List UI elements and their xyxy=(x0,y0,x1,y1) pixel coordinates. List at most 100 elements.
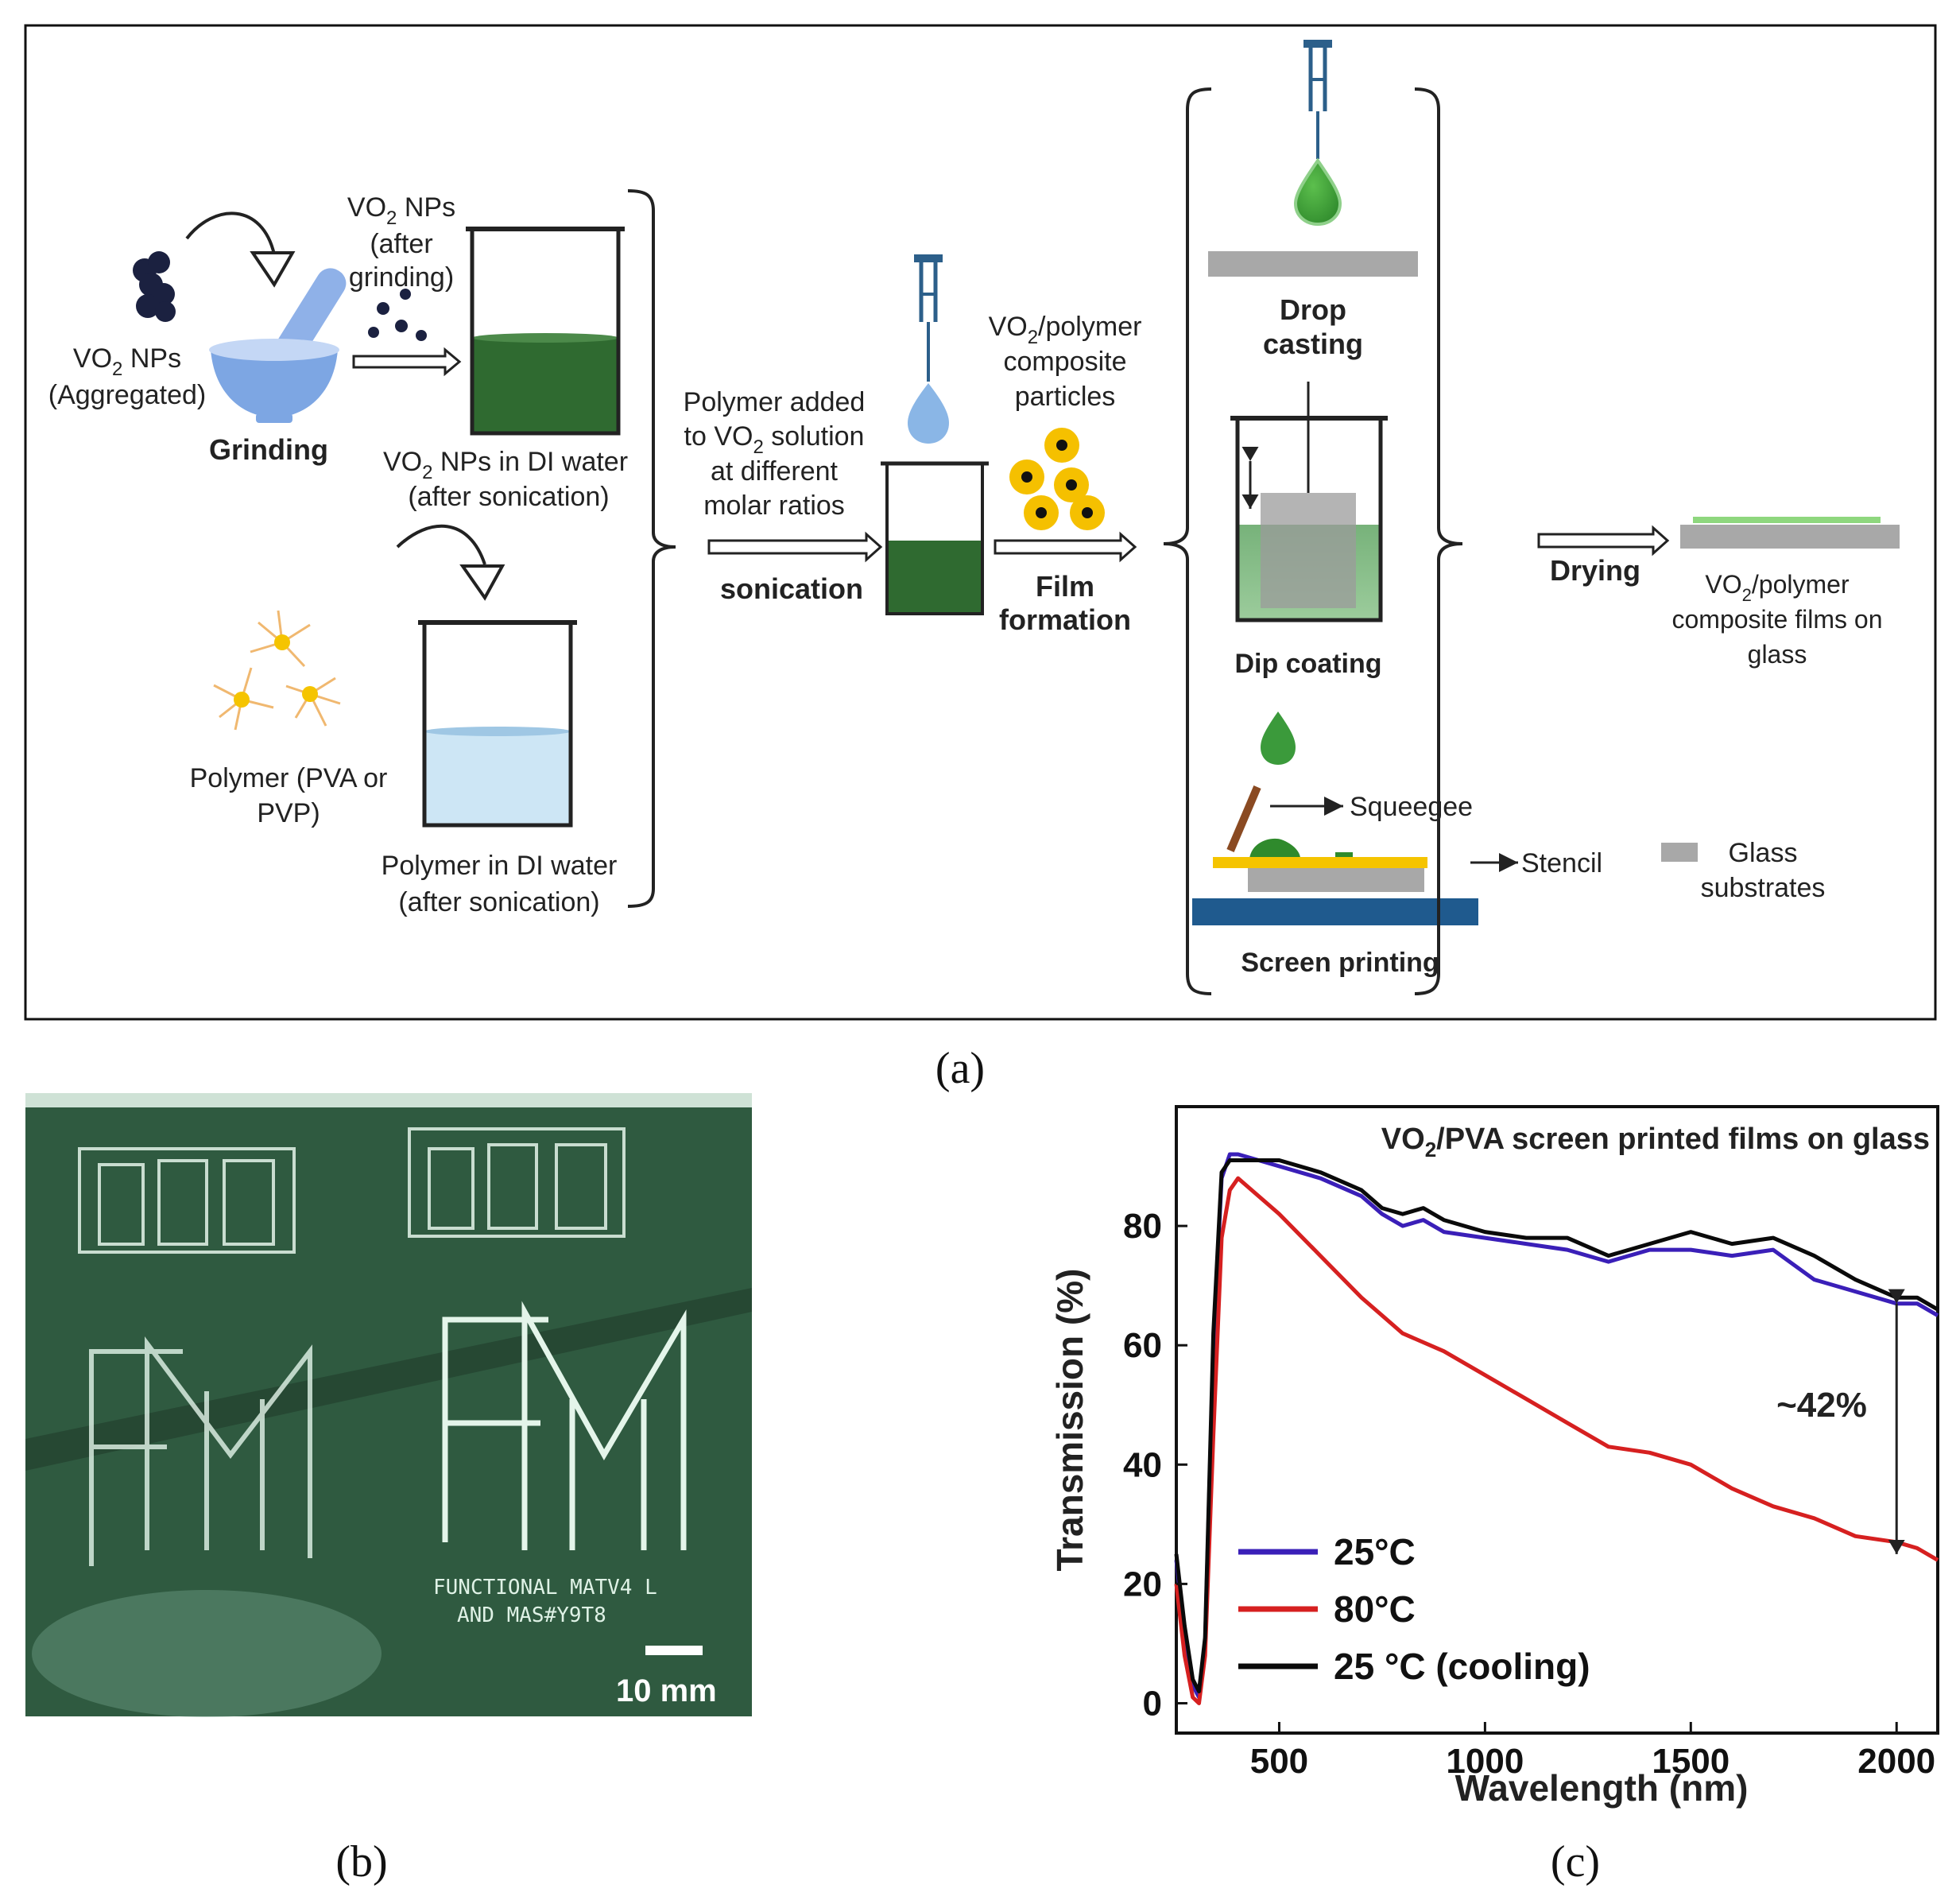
drop-casting-label: Drop xyxy=(1280,293,1346,326)
panel-label-c: (c) xyxy=(1551,1837,1600,1887)
dip-coating-icon xyxy=(1230,382,1388,622)
x-tick-label: 2000 xyxy=(1857,1742,1935,1781)
vo2-in-water-label: VO2 NPs in DI water xyxy=(383,447,628,483)
glass-legend-swatch xyxy=(1661,843,1698,862)
beaker-mix-icon xyxy=(881,461,989,615)
annotation-42: ~42% xyxy=(1776,1386,1867,1425)
curved-arrowhead-icon xyxy=(250,251,296,288)
pipette-icon xyxy=(908,254,949,444)
chart-title: VO2/PVA screen printed films on glass xyxy=(1381,1123,1930,1161)
composite-particles-icon xyxy=(1009,428,1105,530)
composite-particles-label-3: particles xyxy=(1015,382,1116,412)
x-tick-label: 1500 xyxy=(1652,1742,1730,1781)
panel-a: VO2 NPs (Aggregated) Grinding VO2 NPs (a… xyxy=(24,24,1937,1021)
printed-letters-right xyxy=(442,1301,687,1550)
beaker-vo2-icon xyxy=(466,227,625,436)
printed-pattern-small-left xyxy=(78,1147,296,1254)
chart-plot-frame xyxy=(1175,1105,1939,1735)
x-axis-label: Wavelength (nm) xyxy=(1455,1767,1749,1809)
hollow-arrow-2-icon xyxy=(707,531,883,563)
vo2-after-grinding-label-2: (after xyxy=(370,229,432,259)
drop-casting-glass xyxy=(1208,251,1418,277)
polymer-label: Polymer (PVA or xyxy=(190,763,388,793)
film-formation-label-2: formation xyxy=(999,603,1131,636)
hollow-arrow-3-icon xyxy=(994,531,1137,563)
printed-pattern-small-right xyxy=(408,1127,626,1238)
grinding-label: Grinding xyxy=(209,433,328,466)
transmission-chart: VO2/PVA screen printed films on glass 50… xyxy=(1049,1105,1939,1809)
y-tick-label: 0 xyxy=(1143,1684,1162,1723)
panel-label-b: (b) xyxy=(335,1837,387,1887)
x-tick-label: 1000 xyxy=(1446,1742,1524,1781)
final-films-label-3: glass xyxy=(1748,640,1807,669)
screen-printing-label: Screen printing xyxy=(1241,948,1439,978)
legend-label-2: 25 °C (cooling) xyxy=(1334,1646,1590,1687)
vo2-aggregated-label: VO2 NPs xyxy=(73,343,181,380)
x-tick-label: 500 xyxy=(1250,1742,1308,1781)
final-film-coating xyxy=(1693,517,1881,523)
panel-a-frame xyxy=(24,24,1937,1021)
curved-arrow-icon xyxy=(185,211,276,255)
beaker-polymer-icon xyxy=(418,620,577,828)
final-films-label-2: composite films on xyxy=(1672,605,1883,634)
methods-bracket-left xyxy=(1163,87,1212,995)
film-formation-label: Film xyxy=(1036,570,1094,603)
legend-label-0: 25°C xyxy=(1334,1531,1416,1572)
y-tick-label: 80 xyxy=(1123,1207,1162,1246)
polymer-label-2: PVP) xyxy=(257,798,320,828)
scale-bar xyxy=(645,1646,703,1655)
mortar-pestle-icon xyxy=(209,268,347,423)
y-tick-label: 40 xyxy=(1123,1445,1162,1484)
glass-substrates-label-2: substrates xyxy=(1701,873,1826,903)
drop-casting-label-2: casting xyxy=(1263,328,1363,360)
hollow-arrow-icon xyxy=(352,347,462,377)
curved-arrowhead-2-icon xyxy=(459,564,505,601)
sonication-label: sonication xyxy=(720,572,863,605)
printed-caption-2: AND MAS#Y9T8 xyxy=(457,1603,606,1627)
screen-printing-icon xyxy=(1192,712,1478,925)
polymer-nodes-icon xyxy=(234,634,318,708)
drying-label: Drying xyxy=(1550,554,1640,587)
polymer-in-water-label: Polymer in DI water xyxy=(382,851,618,881)
aggregated-nps-icon xyxy=(133,251,176,322)
vo2-in-water-label-2: (after sonication) xyxy=(408,482,609,512)
final-film-glass xyxy=(1680,525,1900,549)
polymer-added-label-2: to VO2 solution xyxy=(684,421,865,458)
composite-particles-label: VO2/polymer xyxy=(989,312,1142,348)
panel-label-a: (a) xyxy=(935,1044,985,1093)
vo2-after-grinding-label-3: grinding) xyxy=(349,262,454,293)
mixing-bracket xyxy=(627,189,676,908)
polymer-added-label-4: molar ratios xyxy=(703,491,845,521)
scale-bar-label: 10 mm xyxy=(616,1673,717,1708)
y-tick-label: 60 xyxy=(1123,1326,1162,1365)
chart-legend: 25°C 80°C 25 °C (cooling) xyxy=(1238,1531,1590,1687)
glass-substrates-label: Glass xyxy=(1729,838,1798,868)
series-line-0 xyxy=(1174,1152,1939,1700)
photo-glare xyxy=(32,1590,382,1717)
photo-top-edge xyxy=(25,1093,752,1107)
composite-particles-label-2: composite xyxy=(1004,347,1127,377)
final-films-label: VO2/polymer xyxy=(1705,570,1850,605)
dip-coating-label: Dip coating xyxy=(1234,649,1381,679)
polymer-added-label-3: at different xyxy=(711,456,839,487)
curved-arrow-2-icon xyxy=(396,524,486,565)
polymer-in-water-label-2: (after sonication) xyxy=(398,887,599,917)
series-line-1 xyxy=(1174,1176,1939,1705)
hollow-arrow-4-icon xyxy=(1537,525,1670,556)
polymer-molecules-icon xyxy=(213,610,341,731)
vo2-aggregated-label-2: (Aggregated) xyxy=(48,380,206,410)
panel-b-photo: FUNCTIONAL MATV4 L AND MAS#Y9T8 10 mm xyxy=(25,1093,752,1717)
polymer-added-label: Polymer added xyxy=(684,387,866,417)
dispersed-nps-icon xyxy=(368,289,427,341)
drop-casting-pipette-icon xyxy=(1293,40,1342,227)
stencil-label: Stencil xyxy=(1521,848,1602,878)
methods-bracket-right xyxy=(1414,87,1463,995)
y-axis-label: Transmission (%) xyxy=(1049,1269,1090,1572)
series-line-2 xyxy=(1174,1158,1939,1693)
legend-label-1: 80°C xyxy=(1334,1588,1416,1630)
squeegee-label: Squeegee xyxy=(1350,792,1473,822)
printed-caption-1: FUNCTIONAL MATV4 L xyxy=(433,1576,657,1600)
vo2-after-grinding-label: VO2 NPs xyxy=(347,192,455,229)
